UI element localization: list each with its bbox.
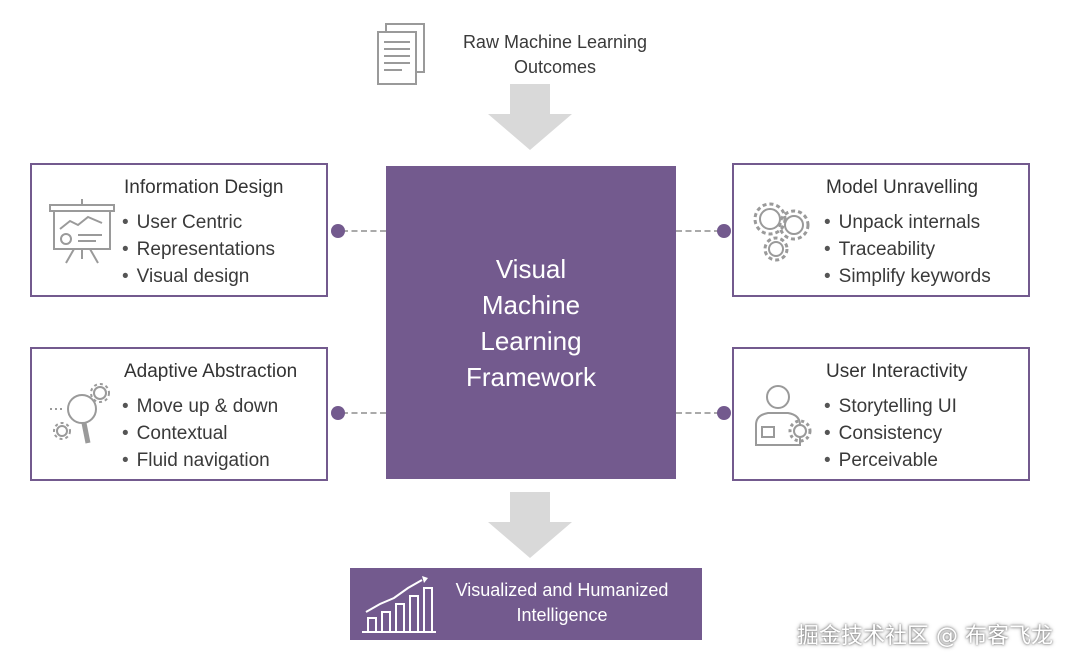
down-arrow-icon: [488, 492, 572, 558]
list-item: Unpack internals: [838, 209, 991, 236]
framework-box: Visual Machine Learning Framework: [386, 166, 676, 479]
growth-chart-icon: [362, 576, 436, 633]
output-title-line: Intelligence: [516, 605, 608, 625]
panel-list: Move up & down Contextual Fluid navigati…: [136, 393, 279, 474]
panel-title: User Interactivity: [826, 361, 968, 382]
input-title-line: Raw Machine Learning: [462, 32, 648, 52]
framework-title-line: Framework: [465, 361, 596, 392]
list-item: Perceivable: [838, 447, 957, 474]
list-item: Simplify keywords: [838, 263, 991, 290]
panel-list: User Centric Representations Visual desi…: [136, 209, 275, 290]
panel-title: Information Design: [124, 177, 284, 198]
connector-adapt: [330, 406, 386, 420]
panel-adaptive-abstraction: Adaptive Abstraction Move up & down Cont…: [30, 347, 328, 481]
list-item: Visual design: [136, 263, 275, 290]
connector-info: [330, 224, 386, 238]
watermark: 掘金技术社区 @ 布客飞龙: [797, 624, 1053, 649]
panel-list: Unpack internals Traceability Simplify k…: [838, 209, 991, 290]
framework-title-line: Learning: [480, 325, 582, 356]
panel-model-unravelling: Model Unravelling Unpack internals Trace…: [732, 163, 1030, 297]
output-title-line: Visualized and Humanized: [455, 580, 669, 600]
panel-list: Storytelling UI Consistency Perceivable: [838, 393, 957, 474]
gears-icon: [753, 202, 810, 262]
input-title-line: Outcomes: [513, 57, 597, 77]
list-item: Storytelling UI: [838, 393, 957, 420]
magnifier-gears-icon: [50, 383, 110, 444]
list-item: Consistency: [838, 420, 957, 447]
connector-dot: [331, 406, 345, 420]
connector-dot: [331, 224, 345, 238]
output-title: Visualized and Humanized Intelligence: [430, 578, 694, 628]
list-item: Representations: [136, 236, 275, 263]
framework-title-line: Visual: [495, 253, 567, 284]
input-title: Raw Machine Learning Outcomes: [440, 30, 670, 80]
list-item: Move up & down: [136, 393, 279, 420]
output-box: Visualized and Humanized Intelligence: [350, 568, 702, 640]
list-item: User Centric: [136, 209, 275, 236]
down-arrow-icon: [488, 84, 572, 150]
connector-user: [676, 406, 732, 420]
panel-user-interactivity: User Interactivity Storytelling UI Consi…: [732, 347, 1030, 481]
list-item: Fluid navigation: [136, 447, 278, 474]
connector-dot: [717, 406, 731, 420]
document-stack-icon: [377, 23, 425, 85]
panel-information-design: Information Design User Centric Represen…: [30, 163, 328, 297]
connector-model: [676, 224, 732, 238]
connector-dot: [717, 224, 731, 238]
framework-title: Visual Machine Learning Framework: [466, 251, 596, 395]
user-gear-icon: [755, 385, 812, 446]
presentation-board-icon: [49, 199, 115, 264]
list-item: Contextual: [136, 420, 278, 447]
panel-title: Model Unravelling: [826, 177, 979, 198]
panel-title: Adaptive Abstraction: [124, 361, 298, 382]
framework-title-line: Machine: [481, 289, 581, 320]
list-item: Traceability: [838, 236, 991, 263]
